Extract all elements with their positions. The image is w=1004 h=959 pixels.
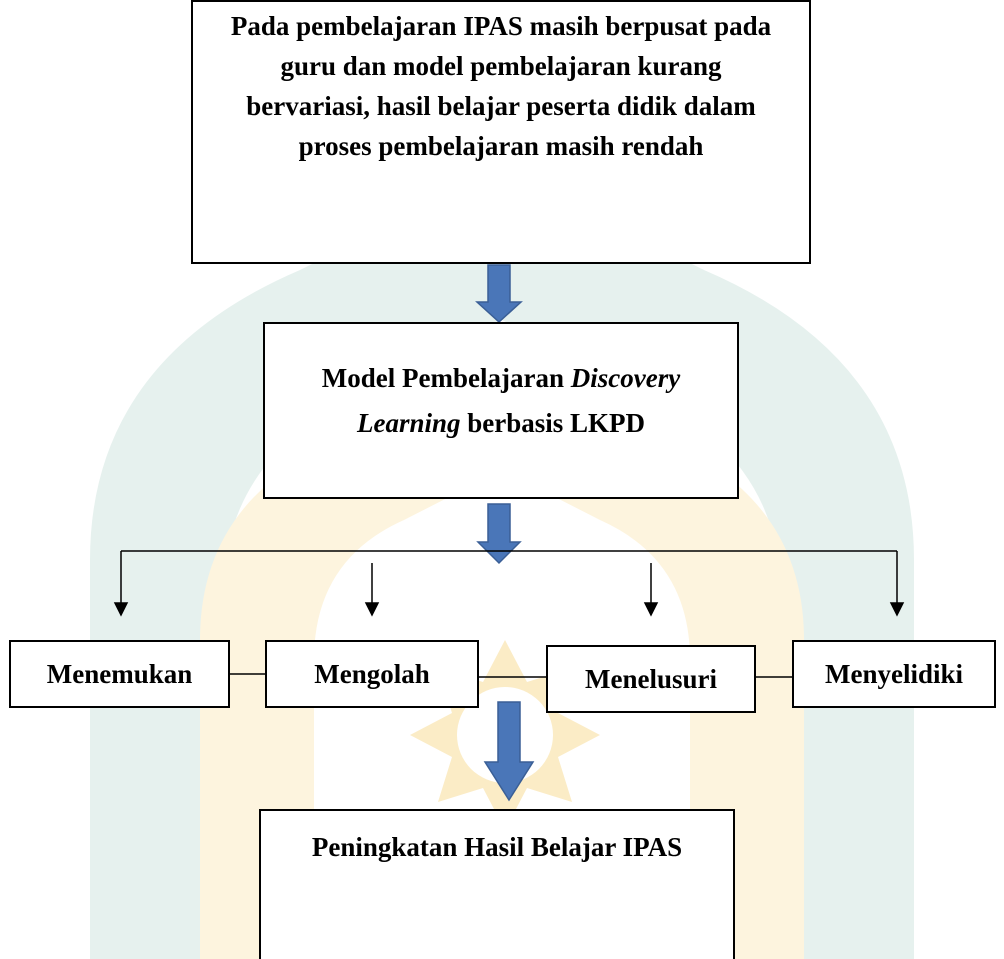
model-text-part3: berbasis LKPD [460, 408, 646, 438]
problem-box: Pada pembelajaran IPAS masih berpusat pa… [191, 0, 811, 264]
block-arrow-steps-to-result [483, 701, 535, 802]
model-box: Model Pembelajaran Discovery Learning be… [263, 322, 739, 499]
step-box-menyelidiki: Menyelidiki [792, 640, 996, 708]
step-label: Mengolah [314, 658, 430, 689]
step-label: Menemukan [46, 658, 193, 689]
model-text-italic: Discovery Learning [356, 363, 681, 438]
step-box-menelusuri: Menelusuri [546, 645, 756, 713]
model-text: Model Pembelajaran Discovery Learning be… [285, 356, 717, 446]
arrowhead-down-4 [889, 602, 905, 617]
arrowhead-down-2 [364, 602, 380, 617]
model-text-part1: Model Pembelajaran [321, 363, 571, 393]
step-label: Menelusuri [585, 663, 717, 694]
result-text: Peningkatan Hasil Belajar IPAS [311, 832, 683, 862]
result-box: Peningkatan Hasil Belajar IPAS [259, 809, 735, 959]
step-box-mengolah: Mengolah [265, 640, 479, 708]
arrowhead-down-1 [113, 602, 129, 617]
step-box-menemukan: Menemukan [9, 640, 230, 708]
arrowhead-down-3 [643, 602, 659, 617]
block-arrow-problem-to-model [475, 264, 523, 324]
problem-text: Pada pembelajaran IPAS masih berpusat pa… [230, 11, 772, 161]
step-label: Menyelidiki [824, 658, 963, 689]
block-arrow-model-to-steps [476, 503, 522, 565]
